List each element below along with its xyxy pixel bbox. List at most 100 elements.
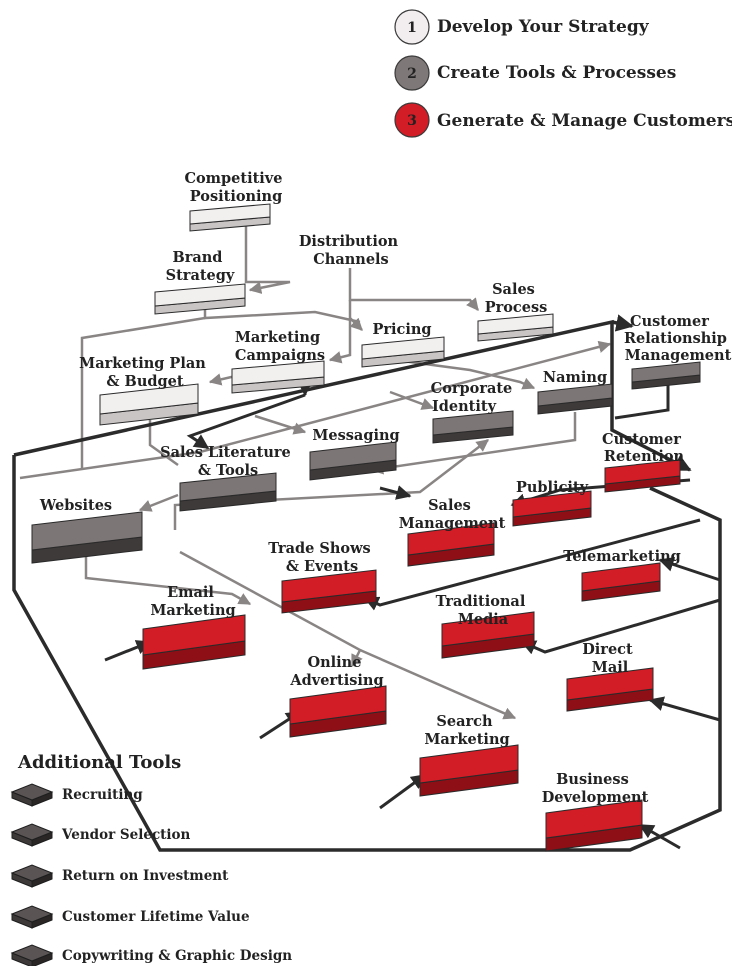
tools-item-copywriting-graphic-design: Copywriting & Graphic Design: [10, 944, 292, 966]
label-competitive-positioning: Competitive Positioning: [184, 170, 287, 205]
box-competitive-positioning: [189, 203, 271, 232]
label-sales-literature-tools: Sales Literature & Tools: [160, 444, 296, 479]
label-online-advertising: Online Advertising: [289, 654, 383, 689]
tools-item-label: Copywriting & Graphic Design: [62, 948, 292, 964]
connector-corp-loop: [389, 390, 435, 410]
box-telemarketing: [581, 562, 661, 602]
connector-telemarketing: [658, 557, 721, 582]
label-naming: Naming: [543, 369, 607, 386]
legend-circle-3: [394, 102, 430, 138]
label-telemarketing: Telemarketing: [563, 548, 681, 565]
connector-distribution-sales: [348, 268, 479, 311]
box-business-development: [545, 799, 643, 852]
dark-box-icon: [10, 864, 54, 888]
connector-websites-arrow: [138, 493, 179, 512]
node-boxes: [31, 203, 701, 852]
tools-item-return-on-investment: Return on Investment: [10, 864, 229, 888]
label-direct-mail: Direct Mail: [582, 641, 638, 676]
label-traditional-media: Traditional Media: [436, 593, 531, 628]
box-naming: [537, 383, 613, 415]
box-sales-literature-tools: [179, 472, 277, 512]
box-customer-retention: [604, 459, 681, 493]
connector-plan-sales-lit: [148, 420, 179, 467]
connector-outer-loop: [12, 455, 722, 852]
connector-search: [379, 773, 427, 810]
connector-crm-inner: [611, 314, 634, 332]
connector-lower-grey: [173, 439, 489, 530]
connector-websites-search: [359, 648, 517, 720]
connector-pricing-identity: [394, 358, 536, 390]
label-marketing-plan-budget: Marketing Plan & Budget: [79, 355, 211, 390]
connector-crm-grey: [19, 340, 612, 480]
connector-business-dev: [638, 823, 681, 850]
label-corporate-identity: Corporate Identity: [431, 380, 518, 415]
connector-brand-loop: [203, 306, 361, 324]
tools-item-vendor-selection: Vendor Selection: [10, 823, 191, 847]
box-pricing: [361, 336, 445, 368]
label-sales-management: Sales Management: [399, 497, 506, 532]
dark-box-icon: [10, 823, 54, 847]
tools-item-label: Vendor Selection: [61, 827, 191, 843]
node-labels: Competitive Positioning Brand Strategy D…: [39, 170, 732, 806]
label-marketing-campaigns: Marketing Campaigns: [235, 329, 325, 364]
box-marketing-plan-budget: [99, 383, 199, 426]
label-websites: Websites: [39, 497, 112, 514]
label-trade-shows-events: Trade Shows & Events: [268, 540, 376, 575]
label-publicity: Publicity: [516, 479, 589, 496]
label-customer-retention: Customer Retention: [602, 431, 686, 465]
box-sales-management: [407, 522, 495, 567]
box-online-advertising: [289, 685, 387, 738]
legend-item-2: 2 Create Tools & Processes: [394, 55, 676, 91]
legend-item-3: 3 Generate & Manage Customers: [394, 102, 732, 138]
label-search-marketing: Search Marketing: [424, 713, 509, 748]
additional-tools-title: Additional Tools: [17, 752, 181, 773]
legend-label-1: Develop Your Strategy: [437, 17, 650, 37]
label-distribution-channels: Distribution Channels: [299, 233, 403, 268]
label-sales-process: Sales Process: [485, 281, 548, 316]
dark-box-icon: [10, 944, 54, 966]
tools-item-label: Return on Investment: [62, 868, 229, 884]
legend-number-3: 3: [407, 113, 417, 129]
box-corporate-identity: [432, 410, 514, 444]
connector-crm-retention: [614, 382, 670, 420]
connector-distribution-campaigns: [328, 318, 352, 364]
dark-box-icon: [10, 905, 54, 929]
label-customer-relationship-management: Customer Relationship Management: [624, 313, 732, 364]
tools-item-recruiting: Recruiting: [10, 783, 143, 807]
box-traditional-media: [441, 611, 535, 659]
label-messaging: Messaging: [312, 427, 399, 444]
connector-crm-main: [13, 319, 692, 472]
box-sales-process: [477, 313, 554, 342]
box-customer-relationship-management: [631, 361, 701, 390]
connector-direct-mail: [648, 696, 721, 722]
connector-naming-down: [370, 412, 577, 475]
dark-box-icon: [10, 783, 54, 807]
box-trade-shows-events: [281, 569, 377, 614]
connector-distribution-pricing: [348, 300, 363, 331]
box-email-marketing: [142, 614, 246, 670]
connector-sales-management: [379, 485, 412, 500]
legend-circle-2: [394, 55, 430, 91]
connector-brand-websites: [80, 316, 206, 470]
connector-websites-email: [84, 548, 252, 606]
legend: 1 Develop Your Strategy 2 Create Tools &…: [394, 9, 732, 138]
tools-item-label: Customer Lifetime Value: [62, 909, 250, 925]
legend-number-2: 2: [407, 66, 417, 82]
box-messaging: [309, 441, 397, 481]
additional-tools: Additional Tools Recruiting Vendor Selec…: [10, 752, 292, 966]
box-publicity: [512, 490, 592, 527]
label-email-marketing: Email Marketing: [150, 584, 235, 619]
box-marketing-campaigns: [231, 360, 325, 394]
label-brand-strategy: Brand Strategy: [166, 249, 235, 284]
legend-circle-1: [394, 9, 430, 45]
tools-item-customer-lifetime-value: Customer Lifetime Value: [10, 905, 250, 929]
box-direct-mail: [566, 667, 654, 712]
label-business-development: Business Development: [542, 771, 649, 806]
legend-item-1: 1 Develop Your Strategy: [394, 9, 650, 45]
connector-messaging: [254, 414, 307, 435]
tools-item-label: Recruiting: [62, 787, 143, 803]
legend-number-1: 1: [407, 20, 417, 36]
connector-competitive-to-brand: [244, 222, 291, 294]
connector-campaigns-literature: [186, 393, 306, 450]
